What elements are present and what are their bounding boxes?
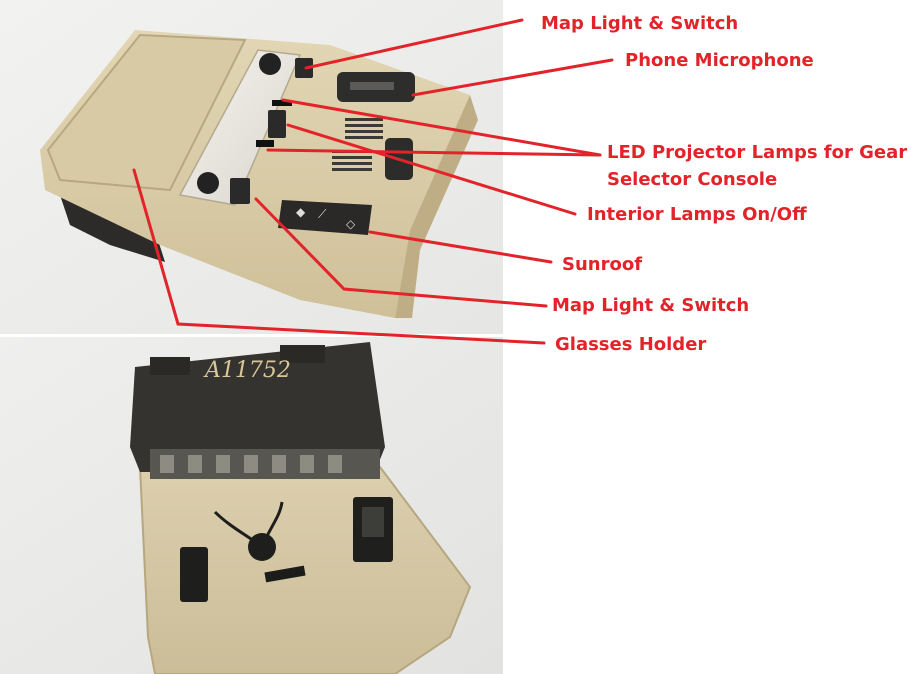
label-phone-microphone: Phone Microphone: [625, 50, 814, 71]
console-back-photo: A11752: [0, 337, 503, 674]
part-marking-text: A11752: [203, 358, 291, 383]
label-sunroof: Sunroof: [562, 254, 643, 275]
svg-text:◆: ◆: [296, 205, 306, 219]
svg-text:⟋: ⟋: [318, 207, 327, 221]
label-map-light-switch-bottom: Map Light & Switch: [552, 295, 750, 316]
label-led-projector-lamps-line2: Selector Console: [607, 169, 778, 190]
console-front-photo: ◆ ⟋ ◇: [0, 0, 503, 334]
label-map-light-switch-top: Map Light & Switch: [541, 13, 739, 34]
label-led-projector-lamps-line1: LED Projector Lamps for Gear: [607, 142, 908, 163]
label-glasses-holder: Glasses Holder: [555, 334, 707, 355]
svg-text:◇: ◇: [346, 217, 356, 231]
label-interior-lamps: Interior Lamps On/Off: [587, 204, 807, 225]
